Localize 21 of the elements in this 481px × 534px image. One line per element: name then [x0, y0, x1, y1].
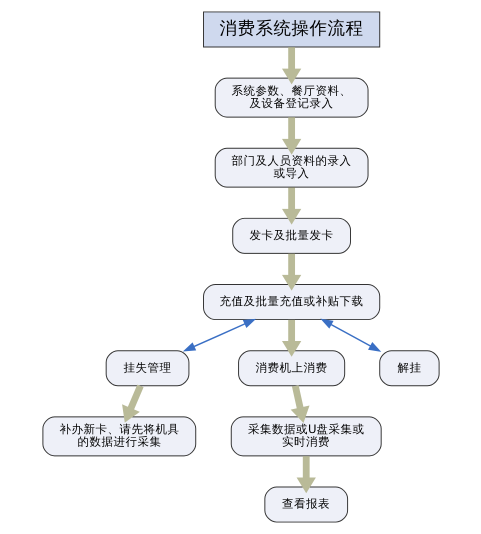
arrow — [122, 384, 144, 423]
arrow — [281, 47, 301, 84]
arrow — [296, 456, 316, 494]
arrow — [290, 385, 310, 423]
node-box: 挂失管理 — [105, 350, 189, 386]
arrow — [281, 117, 301, 155]
node-box: 充值及批量充值或补贴下载 — [202, 284, 380, 320]
node-box: 解挂 — [378, 350, 440, 386]
node-box: 发卡及批量发卡 — [232, 218, 350, 254]
node-box: 消费系统操作流程 — [202, 11, 380, 48]
node-box: 采集数据或U盘采集或实时消费 — [230, 416, 382, 456]
arrow — [281, 320, 301, 357]
node-box: 系统参数、餐厅资料、及设备登记录入 — [214, 78, 368, 118]
arrow — [281, 187, 301, 225]
arrow — [182, 318, 256, 352]
arrow — [281, 254, 301, 291]
node-box: 部门及人员资料的录入或导入 — [214, 148, 368, 188]
node-box: 补办新卡、请先将机具的数据进行采集 — [42, 416, 196, 456]
node-box: 消费机上消费 — [238, 350, 345, 386]
arrow — [320, 318, 381, 352]
node-box: 查看报表 — [264, 486, 348, 523]
